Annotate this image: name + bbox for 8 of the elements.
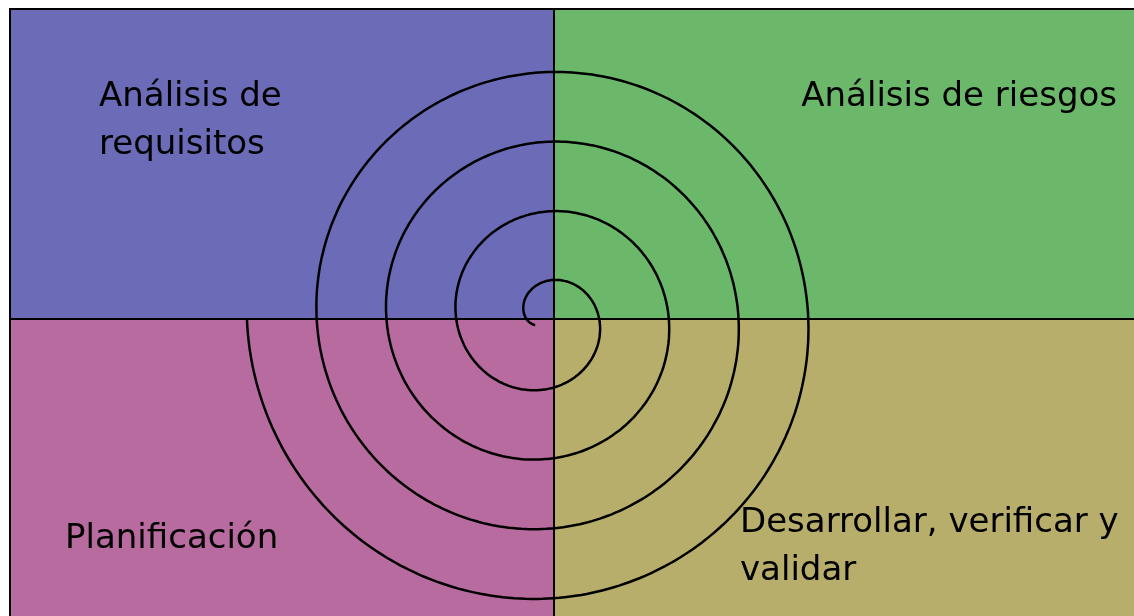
quadrant-label: Análisis de requisitos [99,73,283,164]
quadrant-label: Análisis de riesgos [800,73,1117,116]
quadrant-panel [9,318,555,616]
quadrant-panel [553,318,1134,616]
quadrant-label: Desarrollar, verificar y validar [740,499,1120,590]
quadrant-panel [9,8,555,320]
quadrant-panel [553,8,1134,320]
quadrant-label: Planificación [65,515,280,558]
